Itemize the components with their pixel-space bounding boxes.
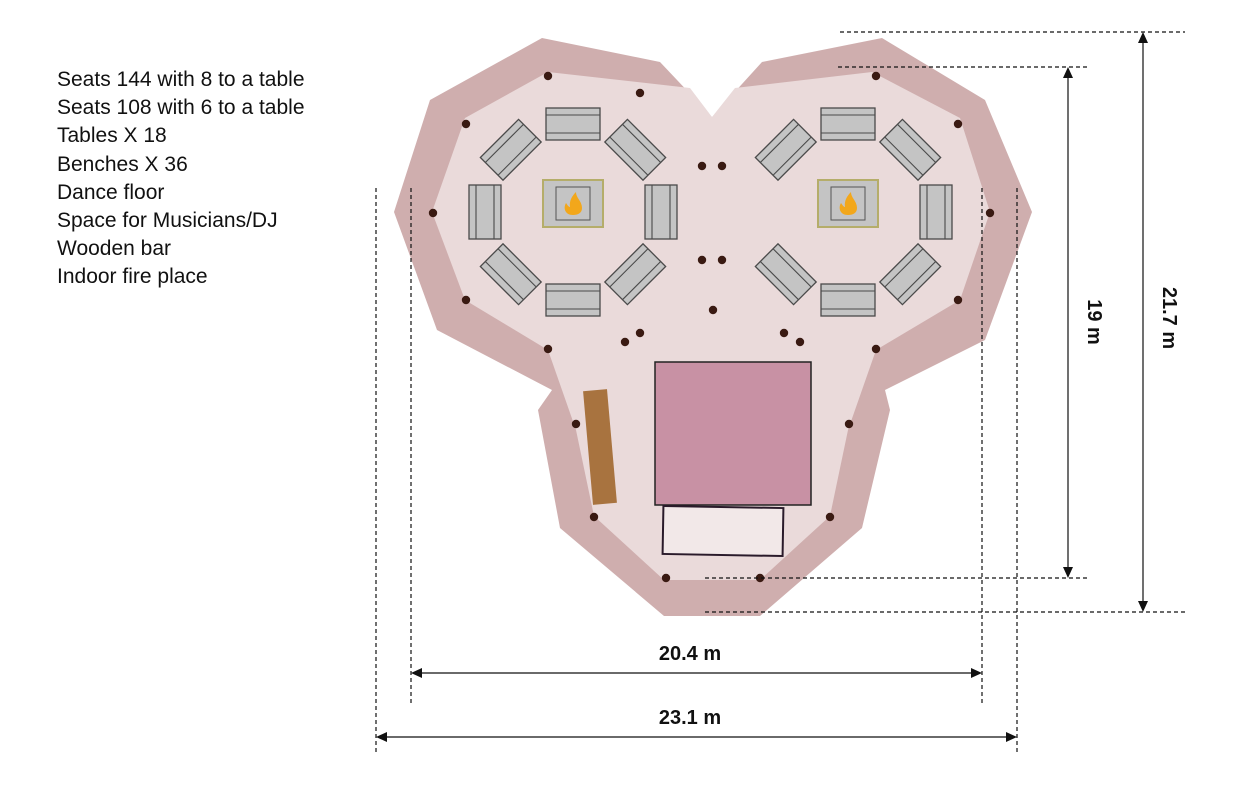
pillar: [571, 419, 581, 429]
pillar: [428, 208, 438, 218]
pillar: [697, 255, 707, 265]
fireplace-right: [817, 179, 879, 228]
pillar: [985, 208, 995, 218]
pillar: [717, 161, 727, 171]
pillar: [755, 573, 765, 583]
pillar: [635, 88, 645, 98]
table-ring-left: [468, 107, 678, 317]
dimension-outer-height: 21.7 m: [1158, 287, 1180, 349]
dance-floor: [654, 361, 812, 506]
table: [479, 242, 543, 306]
pillar: [953, 295, 963, 305]
musicians-dj-space: [661, 504, 785, 558]
pillar: [461, 295, 471, 305]
table: [479, 118, 543, 182]
pillar: [708, 305, 718, 315]
feature-seats-8: Seats 144 with 8 to a table: [57, 68, 305, 91]
feature-musicians-space: Space for Musicians/DJ: [57, 209, 278, 233]
table: [545, 283, 601, 317]
dimension-inner-width: 20.4 m: [659, 643, 721, 665]
table: [644, 184, 678, 240]
pillar: [461, 119, 471, 129]
table: [754, 242, 818, 306]
fireplace-left: [542, 179, 604, 228]
pillar: [661, 573, 671, 583]
pillar: [620, 337, 630, 347]
pillar: [589, 512, 599, 522]
table: [919, 184, 953, 240]
pillar: [543, 71, 553, 81]
pillars: [428, 71, 995, 583]
table: [820, 283, 876, 317]
arrowheads: [376, 32, 1148, 742]
pillar: [825, 512, 835, 522]
feature-seats-6: Seats 108 with 6 to a table: [57, 96, 305, 120]
table: [468, 184, 502, 240]
table: [754, 118, 818, 182]
pillar: [543, 344, 553, 354]
entrance-notch: [692, 88, 734, 117]
wooden-bar: [583, 389, 617, 505]
table: [545, 107, 601, 141]
feature-dance-floor: Dance floor: [57, 180, 165, 204]
table-ring-right: [754, 107, 953, 317]
pillar: [795, 337, 805, 347]
table: [820, 107, 876, 141]
pillar: [779, 328, 789, 338]
pillar: [953, 119, 963, 129]
feature-fireplace: Indoor fire place: [57, 265, 208, 289]
fire-icon: [564, 192, 582, 215]
pillar: [871, 71, 881, 81]
dimension-inner-height: 19 m: [1083, 299, 1105, 345]
pillar: [697, 161, 707, 171]
table: [878, 242, 942, 306]
table: [603, 242, 667, 306]
pillar: [871, 344, 881, 354]
pillar: [635, 328, 645, 338]
feature-tables: Tables X 18: [57, 124, 167, 148]
pillar: [717, 255, 727, 265]
feature-wooden-bar: Wooden bar: [57, 237, 172, 261]
pillar: [844, 419, 854, 429]
fire-icon: [839, 192, 857, 215]
feature-benches: Benches X 36: [57, 152, 188, 176]
table: [878, 118, 942, 182]
table: [603, 118, 667, 182]
dimension-lines: [375, 31, 1185, 752]
features-list: Seats 144 with 8 to a table Seats 108 wi…: [57, 66, 305, 292]
dimension-outer-width: 23.1 m: [659, 707, 721, 729]
